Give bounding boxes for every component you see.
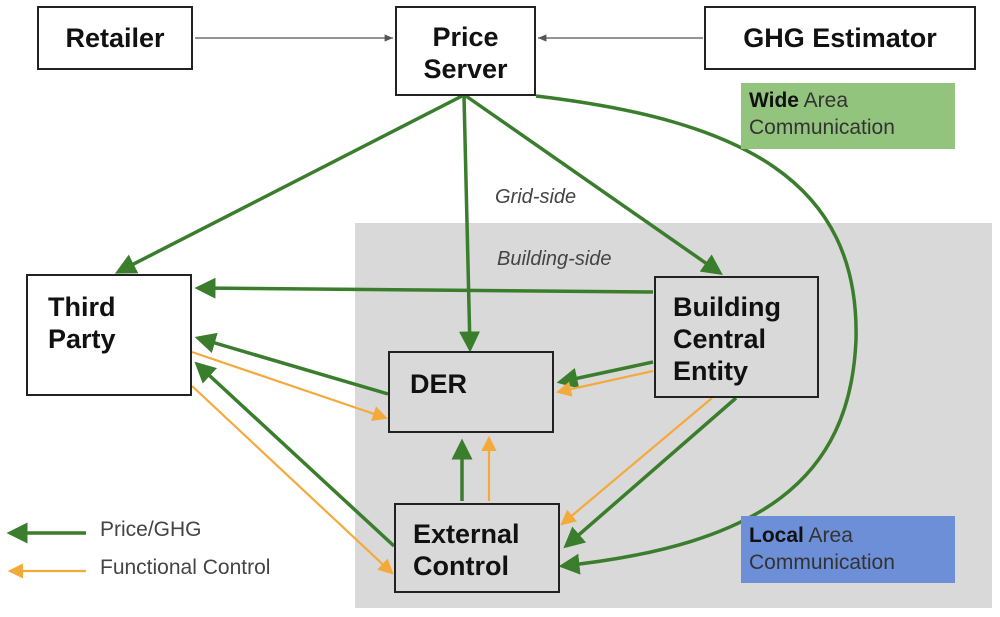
edge-bce-to-der-control: [555, 369, 654, 397]
grid-side-label: Grid-side: [495, 186, 577, 208]
node-building-central-entity: Building Central Entity: [654, 276, 819, 398]
node-building-central-entity-label: Building Central Entity: [673, 292, 781, 386]
edge-price-to-der: [459, 95, 481, 353]
edge-bce-to-external-control-control: [560, 397, 713, 526]
edge-price-to-external-control: [535, 94, 858, 575]
node-retailer: Retailer: [37, 6, 193, 70]
edge-third-party-to-der: [191, 350, 389, 422]
legend-functional-control-label: Functional Control: [100, 556, 271, 579]
node-der: DER: [388, 351, 554, 433]
edge-third-party-to-external-control: [191, 385, 394, 575]
node-ghg-estimator-label: GHG Estimator: [743, 23, 937, 53]
legend-price-ghg-label: Price/GHG: [100, 518, 202, 541]
edge-der-to-third-party: [194, 332, 389, 396]
edge-external-to-third-party: [194, 361, 396, 548]
wide-area-bold: Wide: [749, 89, 799, 112]
node-price-server-label: Price Server: [423, 22, 508, 84]
node-third-party: Third Party: [26, 274, 192, 396]
node-external-control: External Control: [394, 503, 560, 593]
node-third-party-label: Third Party: [48, 292, 116, 354]
edge-price-to-bce: [464, 94, 723, 276]
edge-price-to-third-party: [114, 94, 463, 274]
edge-bce-to-third-party: [194, 277, 654, 299]
wide-area-communication-tag: Wide Area Communication: [741, 83, 955, 149]
local-area-communication-tag: Local Area Communication: [741, 516, 955, 583]
node-ghg-estimator: GHG Estimator: [704, 6, 976, 70]
local-area-bold: Local: [749, 524, 804, 547]
local-area-rest: Area Communication: [749, 524, 895, 574]
wide-area-rest: Area Communication: [749, 89, 895, 139]
building-side-label: Building-side: [497, 248, 612, 270]
node-price-server: Price Server: [395, 6, 536, 96]
edge-bce-to-external-control: [563, 396, 738, 549]
node-der-label: DER: [410, 369, 468, 399]
node-retailer-label: Retailer: [65, 23, 165, 53]
edge-bce-to-der: [556, 360, 654, 389]
node-external-control-label: External Control: [413, 519, 520, 581]
